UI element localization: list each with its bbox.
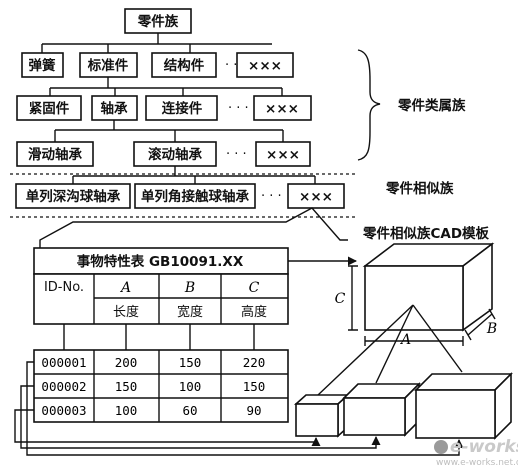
arrow-row2-instance <box>20 385 381 449</box>
instance-cuboid-large <box>414 372 513 440</box>
ellipsis-l2: · · · <box>228 101 249 116</box>
node-other-l2-label: ××× <box>265 101 299 117</box>
cad-template-cuboid <box>362 242 495 332</box>
table-row-id: 000001 <box>41 355 86 370</box>
instance-cuboid-medium <box>342 382 421 437</box>
node-rolling-bearing <box>133 141 217 167</box>
table-cell: 150 <box>243 379 266 394</box>
table-cell: 150 <box>115 379 138 394</box>
node-connector-part <box>145 95 218 121</box>
table-id-header: ID-No. <box>44 280 84 295</box>
node-other-l1-label: ××× <box>248 58 282 74</box>
feature-table: 事物特性表 GB10091.XX ID-No. A B C 长度 宽度 高度 0… <box>33 247 289 423</box>
node-other-l4 <box>287 183 345 209</box>
node-standard-part-label: 标准件 <box>87 57 129 74</box>
node-other-l4-label: ××× <box>299 189 333 205</box>
table-col-a-name: 长度 <box>113 304 139 320</box>
instance-cuboid-small <box>293 393 351 438</box>
node-fastener <box>16 95 82 121</box>
watermark-brand: e-works <box>450 437 518 457</box>
table-col-c-name: 高度 <box>241 304 267 320</box>
node-angular-contact-label: 单列角接触球轴承 <box>141 188 249 205</box>
table-bracket <box>39 207 348 248</box>
dim-a-label: A <box>399 332 411 348</box>
node-bearing-label: 轴承 <box>101 100 128 117</box>
table-col-b-name: 宽度 <box>177 304 203 320</box>
table-col-a-letter: A <box>119 280 131 296</box>
node-structural-part-label: 结构件 <box>164 57 205 74</box>
node-rolling-bearing-label: 滚动轴承 <box>148 146 202 163</box>
table-title: 事物特性表 GB10091.XX <box>77 253 244 270</box>
table-cell: 60 <box>182 403 197 418</box>
arrow-row1-instance <box>26 361 464 456</box>
node-angular-contact <box>134 183 256 209</box>
table-cell: 200 <box>115 355 138 370</box>
node-other-l1 <box>236 52 294 78</box>
template-fan-lines <box>317 304 463 396</box>
arrow-row3-instance <box>14 409 321 446</box>
connector-root <box>41 33 272 53</box>
table-title-cell <box>33 247 289 275</box>
node-sliding-bearing-label: 滑动轴承 <box>28 146 82 163</box>
node-other-l3-label: ××× <box>266 147 300 163</box>
connector-l1 <box>49 77 283 96</box>
table-row-id: 000002 <box>41 379 86 394</box>
dim-c-label: C <box>335 291 346 307</box>
brace-icon <box>357 49 381 161</box>
table-data-grid <box>33 349 289 423</box>
hierarchy-tree: 零件族 弹簧 标准件 结构件 · · · ××× 紧固件 轴承 连接件 · · … <box>15 8 345 209</box>
watermark-logo: e-works www.e-works.net.cn <box>434 437 518 468</box>
label-class-family: 零件类属族 <box>397 97 466 114</box>
node-spring <box>21 52 64 78</box>
node-sliding-bearing <box>16 141 94 167</box>
node-bearing <box>91 95 138 121</box>
table-cell: 100 <box>115 403 138 418</box>
table-row-id: 000003 <box>41 403 86 418</box>
node-structural-part <box>151 52 217 78</box>
dim-a-line <box>364 336 464 346</box>
node-fastener-label: 紧固件 <box>29 100 70 117</box>
node-other-l3 <box>255 141 311 167</box>
table-col-c-letter: C <box>249 280 260 296</box>
label-similar-family: 零件相似族 <box>385 180 454 197</box>
label-cad-template: 零件相似族CAD模板 <box>362 225 490 242</box>
dim-b-line <box>464 308 496 341</box>
dim-b-label: B <box>486 321 497 337</box>
node-spring-label: 弹簧 <box>29 57 56 74</box>
node-other-l2 <box>253 95 312 121</box>
table-cell: 100 <box>179 379 202 394</box>
watermark-url: www.e-works.net.cn <box>436 458 518 468</box>
ellipsis-l3: · · · <box>226 147 247 162</box>
node-root-label: 零件族 <box>137 13 179 30</box>
table-cell: 150 <box>179 355 202 370</box>
node-connector-part-label: 连接件 <box>162 100 203 117</box>
table-header <box>33 273 289 325</box>
table-cell: 90 <box>246 403 261 418</box>
connector-l2 <box>54 120 284 142</box>
dim-c-line <box>348 265 358 331</box>
table-col-b-letter: B <box>184 280 195 296</box>
node-deep-groove <box>15 183 131 209</box>
ellipsis-l4: · · · <box>261 189 282 204</box>
node-deep-groove-label: 单列深沟球轴承 <box>26 188 121 205</box>
connector-l3 <box>72 166 316 184</box>
table-cell: 220 <box>243 355 266 370</box>
